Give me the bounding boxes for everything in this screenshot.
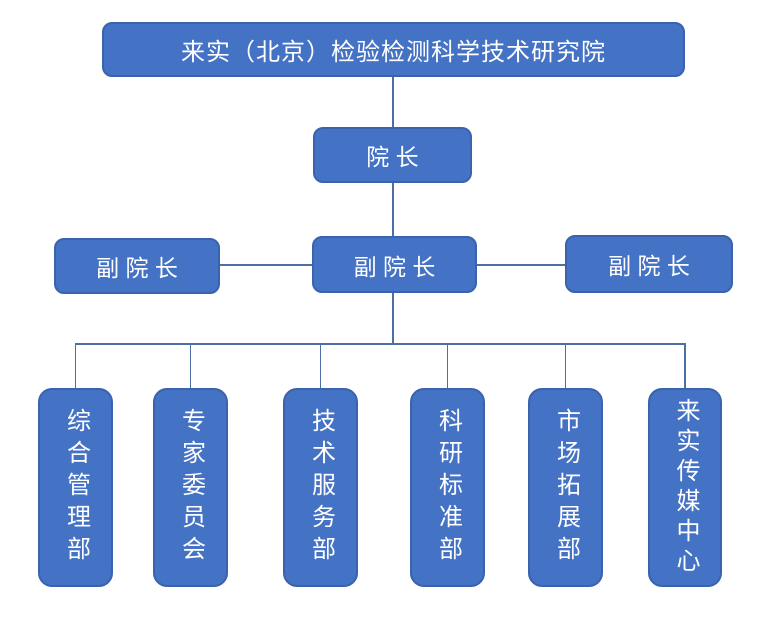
org-node-dept-expert-committee: 专家委员会 <box>153 388 228 587</box>
org-node-vice-president-right-label: 副 院 长 <box>608 253 690 279</box>
org-node-dept-media-center-label: 来实传媒中心 <box>672 397 699 578</box>
org-node-president-label: 院 长 <box>366 144 419 170</box>
org-node-president: 院 长 <box>313 127 472 183</box>
org-node-vice-president-middle: 副 院 长 <box>312 236 477 293</box>
connector-drop-dept-4 <box>446 343 449 388</box>
connector-president-to-vp <box>392 183 394 236</box>
connector-vp-middle-to-left <box>220 264 312 266</box>
org-node-dept-media-center: 来实传媒中心 <box>648 388 722 587</box>
org-node-dept-market-expansion-label: 市场拓展部 <box>552 407 580 568</box>
org-node-dept-research-standards-label: 科研标准部 <box>434 407 462 568</box>
org-node-institute: 来实（北京）检验检测科学技术研究院 <box>102 22 685 77</box>
connector-drop-dept-3 <box>319 343 322 388</box>
connector-vp-to-bus <box>392 293 394 343</box>
org-node-vice-president-middle-label: 副 院 长 <box>353 253 436 280</box>
connector-vp-middle-to-right <box>477 264 565 266</box>
connector-department-bus <box>74 343 686 345</box>
org-node-vice-president-left-label: 副 院 长 <box>96 255 178 281</box>
connector-drop-dept-6 <box>684 343 686 388</box>
org-node-dept-expert-committee-label: 专家委员会 <box>177 407 205 568</box>
org-node-dept-technical-service: 技术服务部 <box>283 388 358 587</box>
connector-drop-dept-1 <box>74 343 76 388</box>
org-node-dept-general-management-label: 综合管理部 <box>62 407 90 568</box>
connector-drop-dept-2 <box>189 343 192 388</box>
org-node-vice-president-right: 副 院 长 <box>565 235 733 293</box>
org-node-dept-market-expansion: 市场拓展部 <box>528 388 603 587</box>
connector-root-to-president <box>392 77 394 127</box>
connector-drop-dept-5 <box>564 343 567 388</box>
org-node-institute-label: 来实（北京）检验检测科学技术研究院 <box>181 39 606 66</box>
org-node-vice-president-left: 副 院 长 <box>54 238 220 294</box>
org-node-dept-technical-service-label: 技术服务部 <box>307 407 335 568</box>
org-node-dept-research-standards: 科研标准部 <box>410 388 485 587</box>
org-node-dept-general-management: 综合管理部 <box>38 388 113 587</box>
